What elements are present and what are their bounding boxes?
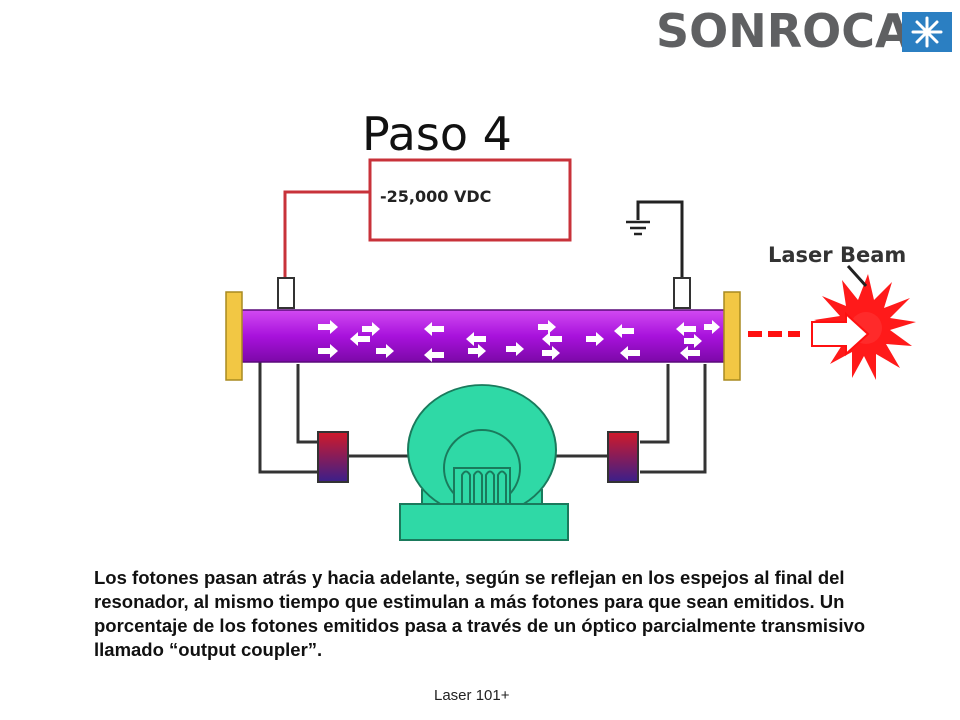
beam-label: Laser Beam: [768, 243, 906, 267]
photon-arrow-left: [676, 322, 696, 336]
ground-symbol-icon: [626, 220, 650, 236]
capacitor-left: [317, 431, 349, 483]
laser-diagram: -25,000 VDC: [225, 158, 916, 541]
slide-title: Paso 4: [362, 107, 512, 161]
voltage-supply-box: [368, 158, 572, 242]
slide-footer: Laser 101+: [434, 687, 510, 704]
photon-arrow-right: [318, 320, 338, 334]
sonroca-logo: SONROCA: [652, 6, 954, 56]
photon-arrow-right: [704, 320, 720, 334]
photon-arrow-right: [542, 346, 560, 360]
ground-wire: [636, 200, 684, 280]
photon-arrow-left: [424, 322, 444, 336]
pump-motor: [399, 384, 569, 541]
electrode-left: [277, 277, 295, 309]
capacitor-right: [607, 431, 639, 483]
photon-arrow-right: [362, 322, 380, 336]
circuit-wire-inner: [296, 364, 320, 444]
mirror-left: [225, 291, 243, 381]
electrode-right: [673, 277, 691, 309]
photon-arrow-right: [506, 342, 524, 356]
photon-arrow-left: [680, 346, 700, 360]
snowflake-star-icon: [902, 12, 952, 52]
logo-text: SONROCA: [656, 4, 911, 58]
circuit-wire-right-inner: [640, 364, 670, 444]
photon-arrow-right: [318, 344, 338, 358]
photon-arrows: [318, 320, 720, 362]
beam-arrow-icon: [811, 311, 870, 357]
photon-arrow-right: [586, 332, 604, 346]
mirror-right-output-coupler: [723, 291, 741, 381]
high-voltage-wire: [283, 190, 370, 280]
photon-arrow-left: [614, 324, 634, 338]
circuit-wire-outer: [258, 360, 320, 474]
beam-label-pointer: [846, 264, 868, 288]
photon-arrow-right: [684, 334, 702, 348]
photon-arrow-right: [376, 344, 394, 358]
voltage-label: -25,000 VDC: [380, 187, 491, 206]
slide-caption: Los fotones pasan atrás y hacia adelante…: [94, 567, 866, 660]
photon-arrow-left: [466, 332, 486, 346]
photon-arrow-left: [620, 346, 640, 360]
circuit-wire-right-outer: [640, 364, 707, 474]
photon-arrow-right: [538, 320, 556, 334]
photon-arrow-left: [350, 332, 370, 346]
photon-arrow-left: [424, 348, 444, 362]
photon-arrow-right: [468, 344, 486, 358]
photon-arrow-left: [542, 332, 562, 346]
